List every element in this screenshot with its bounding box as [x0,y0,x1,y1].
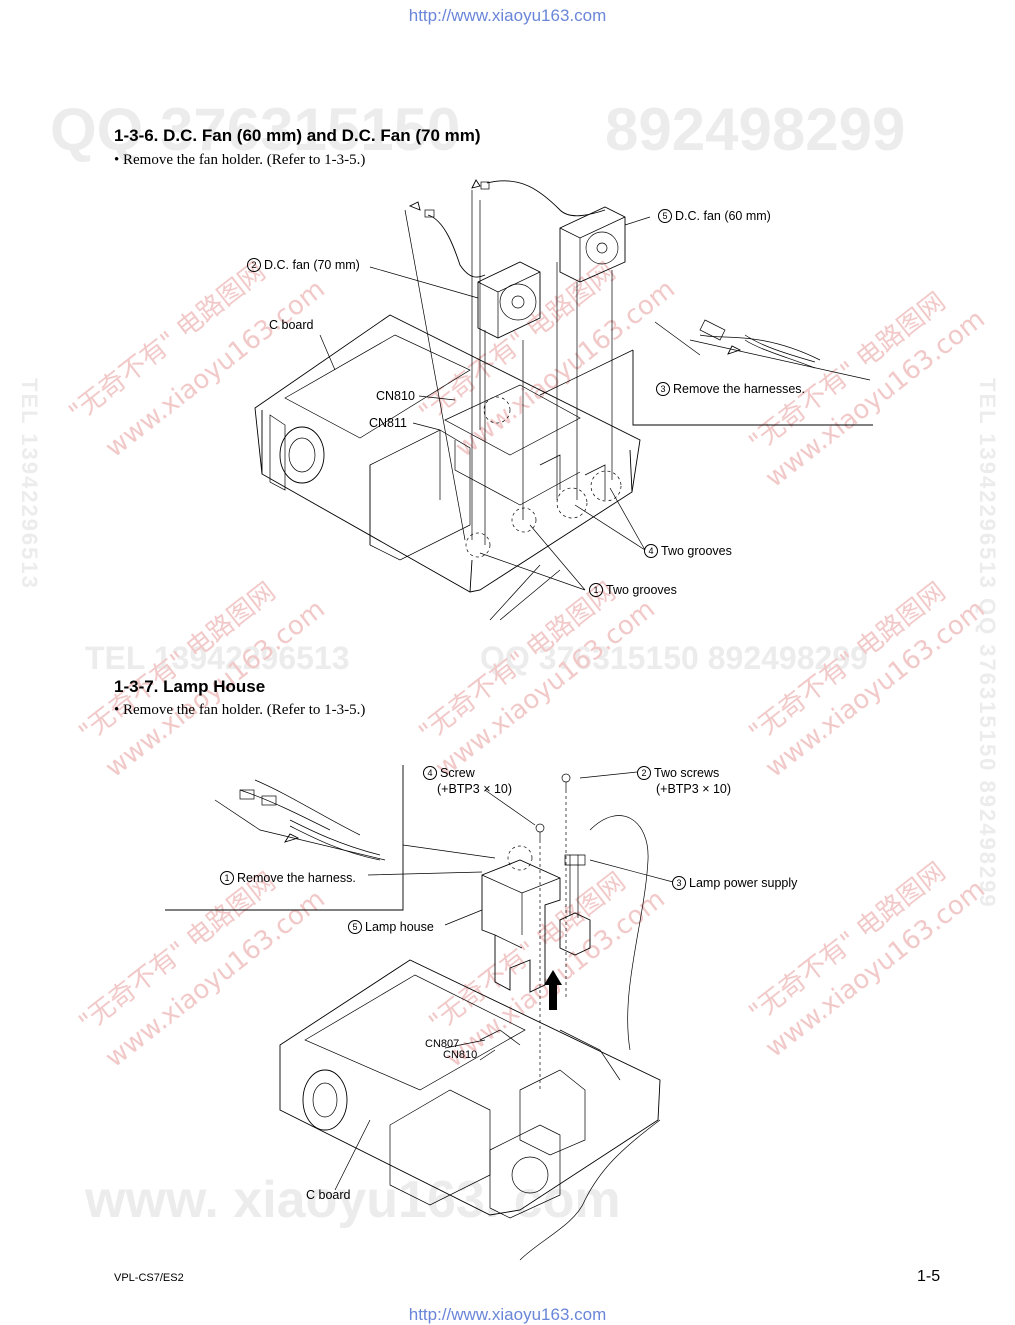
step-instruction: • Remove the fan holder. (Refer to 1-3-5… [114,152,366,168]
label-text: Lamp power supply [689,876,798,890]
watermark-qq-mid: QQ 376315150 892498299 [480,640,868,676]
label-two-screws-spec: (+BTP3 × 10) [656,782,732,796]
label-text: Lamp house [365,920,434,934]
step-instruction: • Remove the fan holder. (Refer to 1-3-5… [114,702,366,718]
step-number: 2 [637,766,651,780]
step-number: 3 [656,382,670,396]
step-number: 3 [672,876,686,890]
section-heading-lamp-house: 1-3-7. Lamp House [114,677,266,696]
label-cn807: CN807 [425,1038,460,1050]
label-text: D.C. fan (70 mm) [264,258,360,272]
label-text: Remove the harness. [237,871,356,885]
header-url[interactable]: http://www.xiaoyu163.com [408,6,607,25]
step-number: 4 [423,766,437,780]
step-number: 2 [247,258,261,272]
lamp-house-figure [165,765,674,1261]
watermark-qq-top: QQ 376315150 [50,96,461,163]
label-text: Screw [440,766,475,780]
step-number: 5 [658,209,672,223]
step-number: 1 [220,871,234,885]
footer-url[interactable]: http://www.xiaoyu163.com [408,1305,607,1324]
label-c-board: C board [269,318,314,332]
fan-removal-figure [254,179,873,621]
label-c-board: C board [306,1188,351,1202]
label-cn810: CN810 [443,1049,478,1061]
label-text: D.C. fan (60 mm) [675,209,771,223]
label-text: Two grooves [661,544,732,558]
page-number: 1-5 [917,1268,941,1285]
label-cn810: CN810 [376,389,415,403]
label-text: Two grooves [606,583,677,597]
step-number: 5 [348,920,362,934]
section-heading-fans: 1-3-6. D.C. Fan (60 mm) and D.C. Fan (70… [114,126,481,145]
model-number: VPL-CS7/ES2 [114,1272,184,1284]
watermark-qq-top-right: 892498299 [605,96,906,163]
label-cn811: CN811 [369,416,407,430]
step-number: 1 [589,583,603,597]
step-number: 4 [644,544,658,558]
label-text: Two screws [654,766,720,780]
watermark-tel-mid: TEL 13942296513 [85,640,350,676]
label-text: Remove the harnesses. [673,382,806,396]
watermark-web-bottom: www. xiaoyu163. com [85,1171,621,1229]
label-screw-spec: (+BTP3 × 10) [437,782,513,796]
